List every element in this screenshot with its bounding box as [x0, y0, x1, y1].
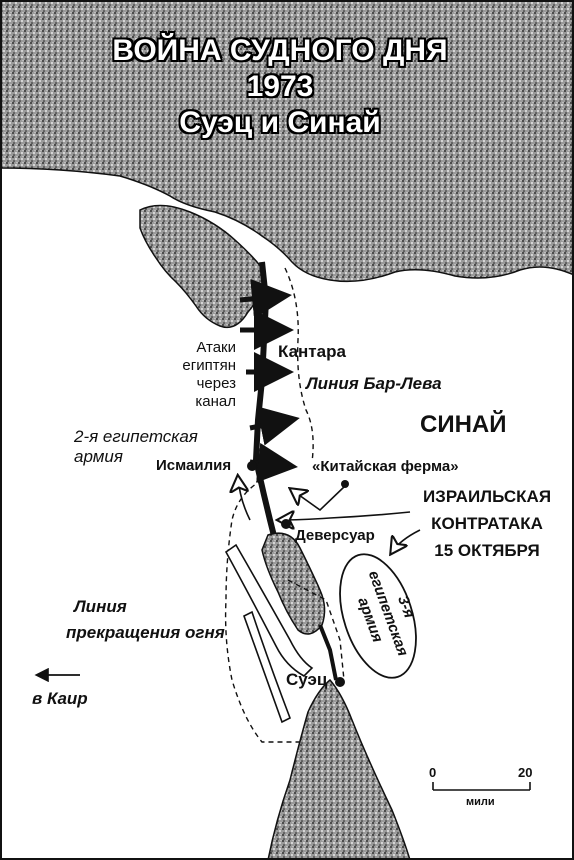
mediterranean-sea [0, 0, 574, 283]
chinese-farm-dot [341, 480, 349, 488]
title-line-3: Суэц и Синай [179, 106, 381, 139]
counterattack-line-2: КОНТРАТАКА [431, 514, 543, 533]
attacks-line-3: через [196, 375, 236, 392]
bar-lev-line [284, 267, 314, 463]
suez-dot [335, 677, 345, 687]
counterattack-line-1: ИЗРАИЛЬСКАЯ [422, 487, 552, 506]
sinai-label: СИНАЙ [420, 411, 507, 438]
attack-arrows [239, 278, 300, 483]
gulf-of-suez [267, 678, 411, 860]
scale-min: 0 [429, 765, 437, 780]
title-line-1: ВОЙНА СУДНОГО ДНЯ [112, 34, 448, 67]
counterattack-arrows [238, 478, 421, 552]
second-army-line-1: 2-я египетская [74, 427, 198, 446]
ceasefire-line-2: прекращения огня [66, 623, 225, 642]
scale-unit: мили [466, 796, 495, 808]
deversoir-dot [281, 519, 291, 529]
attacks-label: Атаки египтян через канал [176, 340, 236, 409]
to-cairo-label: в Каир [32, 689, 88, 708]
ceasefire-line-east [287, 579, 345, 681]
attacks-line-1: Атаки [196, 339, 236, 356]
lagoon [139, 204, 266, 329]
chinese-farm-label: «Китайская ферма» [312, 458, 459, 475]
ceasefire-line [224, 479, 300, 743]
southern-canal [318, 624, 338, 681]
ceasefire-line-1: Линия [74, 597, 127, 616]
attacks-line-4: канал [195, 393, 236, 410]
scale-bar [432, 782, 531, 791]
title-line-2: 1973 [246, 70, 314, 103]
second-army-line-2: армия [74, 447, 123, 466]
scale-max: 20 [518, 765, 533, 780]
kantara-label: Кантара [278, 342, 346, 361]
crossing-arrows [224, 543, 314, 724]
ismailia-dot [247, 461, 257, 471]
third-army-oval [339, 553, 417, 679]
suez-label: Суэц [286, 670, 328, 689]
counterattack-line-3: 15 ОКТЯБРЯ [434, 541, 540, 560]
deversoir-label: Деверсуар [295, 527, 375, 544]
bar-lev-label: Линия Бар-Лева [306, 374, 442, 393]
suez-canal [252, 261, 278, 541]
attacks-line-2: египтян [182, 357, 236, 374]
ismailia-label: Исмаилия [156, 457, 232, 474]
